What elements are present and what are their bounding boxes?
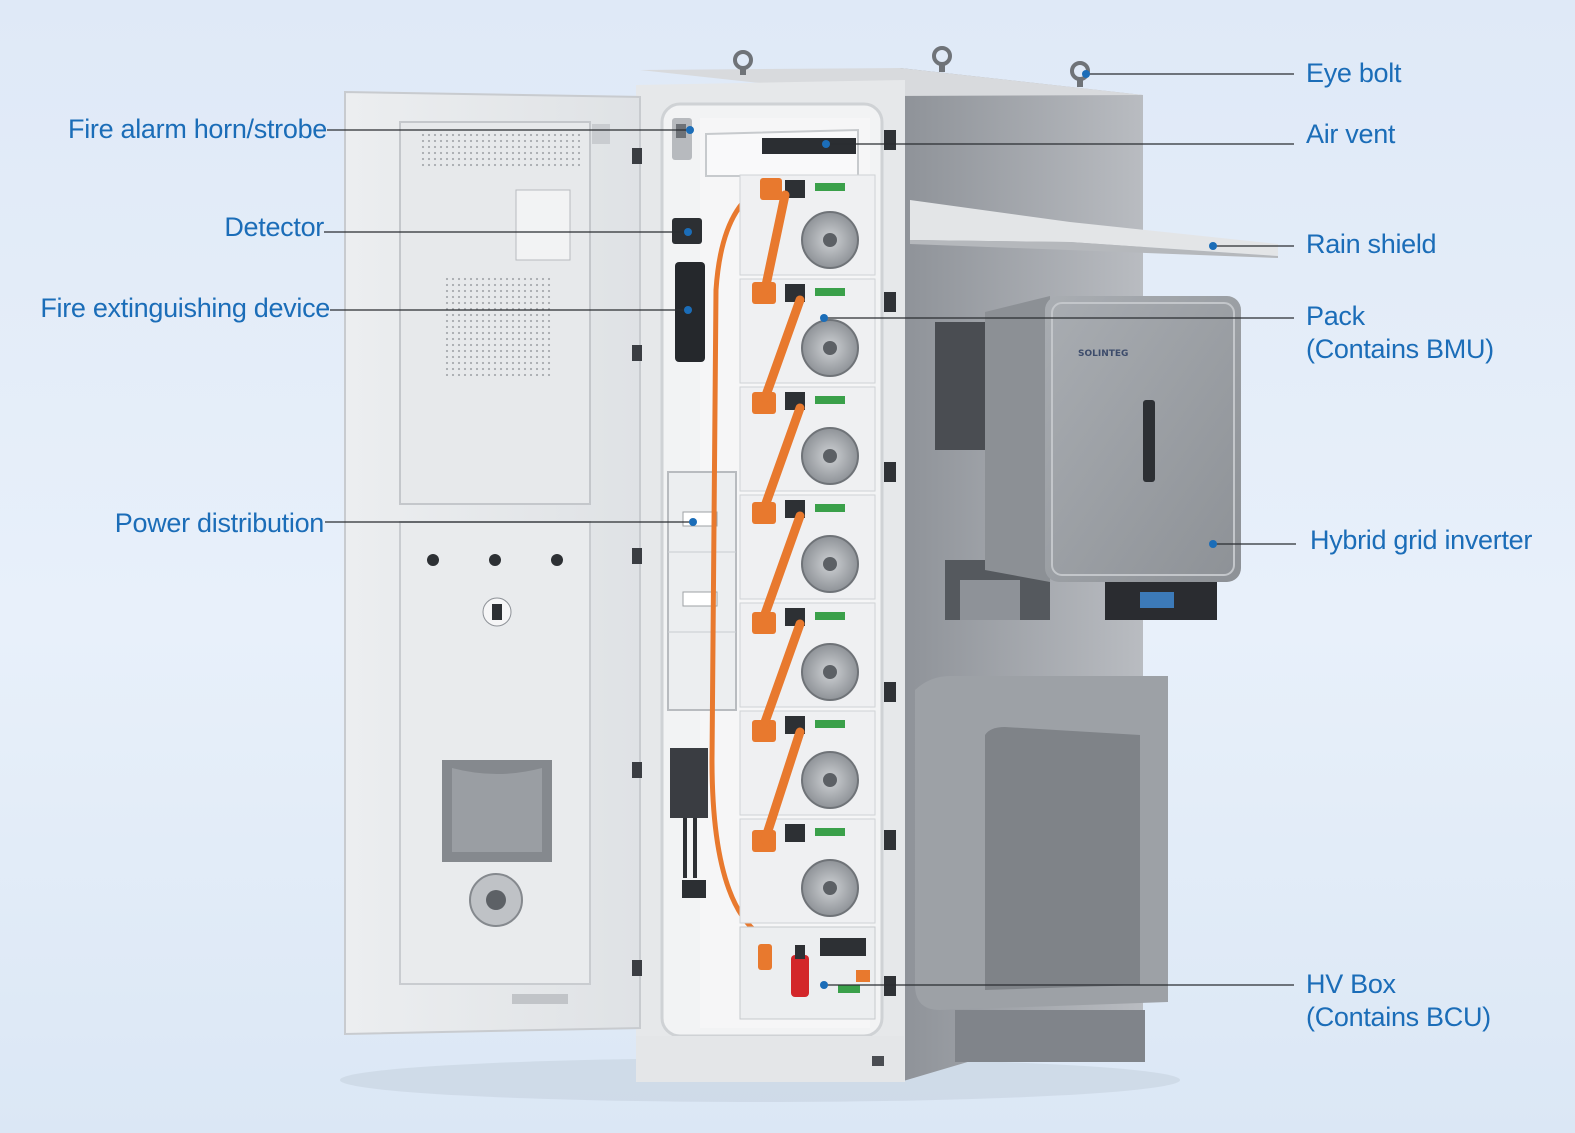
label-pack-title: Pack <box>1306 301 1365 331</box>
callout-dots <box>684 70 1217 989</box>
cabinet-door <box>344 90 641 1036</box>
battery-pack <box>739 710 876 816</box>
inverter-logo: SOLINTEG <box>1078 349 1128 359</box>
eye-bolt-icon <box>733 46 1090 87</box>
label-rain-shield: Rain shield <box>1306 229 1437 259</box>
battery-pack <box>739 602 876 708</box>
air-vent-shape <box>705 128 859 177</box>
label-hv-box: HV Box (Contains BCU) <box>1306 968 1491 1034</box>
power-distribution-shape <box>667 471 737 711</box>
label-power-distribution: Power distribution <box>114 508 325 538</box>
label-pack-subtitle: (Contains BMU) <box>1306 334 1494 364</box>
battery-pack <box>739 494 876 600</box>
battery-pack <box>739 818 876 924</box>
callout-lines <box>324 73 1296 986</box>
battery-pack <box>739 386 876 492</box>
battery-pack <box>739 174 876 276</box>
hybrid-inverter-shape <box>985 296 1241 620</box>
rain-shield-shape <box>910 200 1278 256</box>
label-fire-alarm: Fire alarm horn/strobe <box>68 114 327 144</box>
label-pack: Pack (Contains BMU) <box>1306 300 1494 366</box>
label-air-vent: Air vent <box>1306 119 1396 149</box>
label-eye-bolt: Eye bolt <box>1306 58 1402 88</box>
label-hv-box-title: HV Box <box>1306 969 1396 999</box>
battery-pack <box>739 278 876 384</box>
label-hv-box-subtitle: (Contains BCU) <box>1306 1002 1491 1032</box>
label-detector: Detector <box>224 212 324 242</box>
battery-pack-stack <box>739 174 876 924</box>
label-hybrid-inverter: Hybrid grid inverter <box>1310 525 1533 555</box>
hv-box-shape <box>739 926 876 1020</box>
label-fire-extinguishing: Fire extinguishing device <box>40 293 330 323</box>
